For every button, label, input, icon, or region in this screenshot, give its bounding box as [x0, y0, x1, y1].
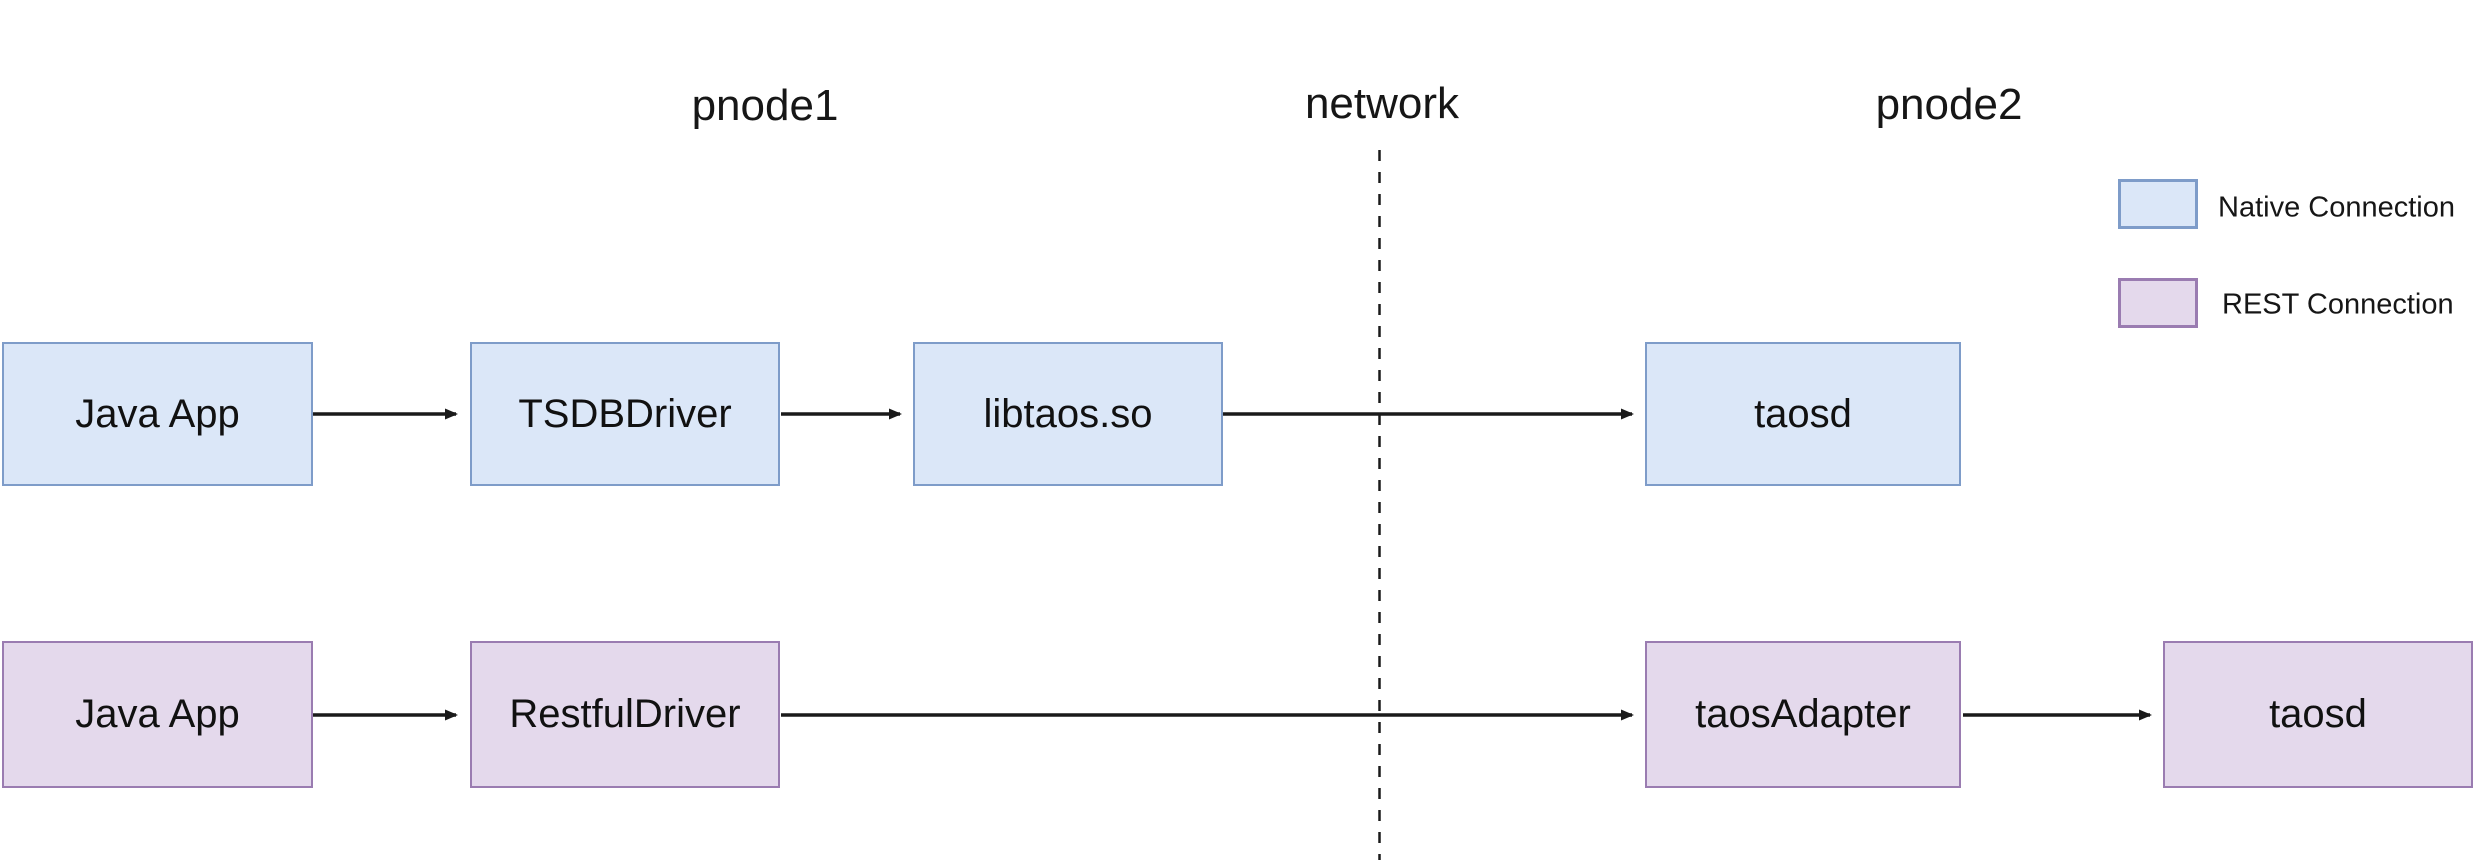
pnode2-header: pnode2 — [1875, 80, 2023, 129]
node-restfuldriver: RestfulDriver — [470, 641, 780, 788]
legend-swatch-rest — [2118, 278, 2198, 328]
node-java-app-rest: Java App — [2, 641, 313, 788]
node-label: libtaos.so — [983, 391, 1153, 436]
node-label: taosd — [1754, 391, 1852, 436]
node-taosd-native: taosd — [1645, 342, 1961, 486]
node-taosd-rest: taosd — [2163, 641, 2473, 788]
network-header: network — [1304, 79, 1460, 128]
legend-swatch-native — [2118, 179, 2198, 229]
legend-label-rest: REST Connection — [2222, 288, 2454, 321]
node-taosadapter: taosAdapter — [1645, 641, 1961, 788]
legend-label-native: Native Connection — [2218, 191, 2455, 224]
node-java-app-native: Java App — [2, 342, 313, 486]
node-label: Java App — [75, 692, 240, 736]
node-label: Java App — [75, 391, 240, 436]
node-label: taosd — [2269, 692, 2367, 736]
pnode1-header: pnode1 — [691, 81, 839, 130]
node-label: TSDBDriver — [518, 391, 732, 436]
node-tsdbdriver: TSDBDriver — [470, 342, 780, 486]
node-label: RestfulDriver — [509, 692, 741, 736]
node-libtaos-so: libtaos.so — [913, 342, 1223, 486]
node-label: taosAdapter — [1695, 692, 1911, 736]
